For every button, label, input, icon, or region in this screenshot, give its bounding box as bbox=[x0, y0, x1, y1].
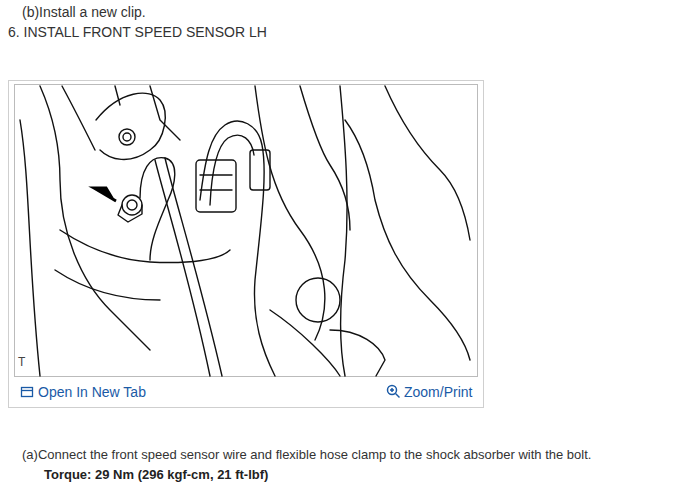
instruction-text: (b)Install a new clip. bbox=[22, 4, 146, 21]
new-tab-icon bbox=[22, 388, 33, 397]
pointer-arrow bbox=[94, 188, 116, 201]
corner-mark: T bbox=[18, 354, 25, 371]
link-text: Zoom/Print bbox=[404, 384, 472, 401]
step-heading: 6. INSTALL FRONT SPEED SENSOR LH bbox=[8, 24, 267, 41]
torque-spec: Torque: 29 Nm (296 kgf-cm, 21 ft-lbf) bbox=[44, 466, 268, 483]
zoom-icon bbox=[388, 386, 400, 398]
image-border bbox=[15, 85, 478, 377]
link-text: Open In New Tab bbox=[38, 384, 146, 401]
image-frame bbox=[9, 81, 484, 408]
sensor-drawing bbox=[20, 86, 470, 376]
instruction-text: (a)Connect the front speed sensor wire a… bbox=[22, 446, 591, 463]
